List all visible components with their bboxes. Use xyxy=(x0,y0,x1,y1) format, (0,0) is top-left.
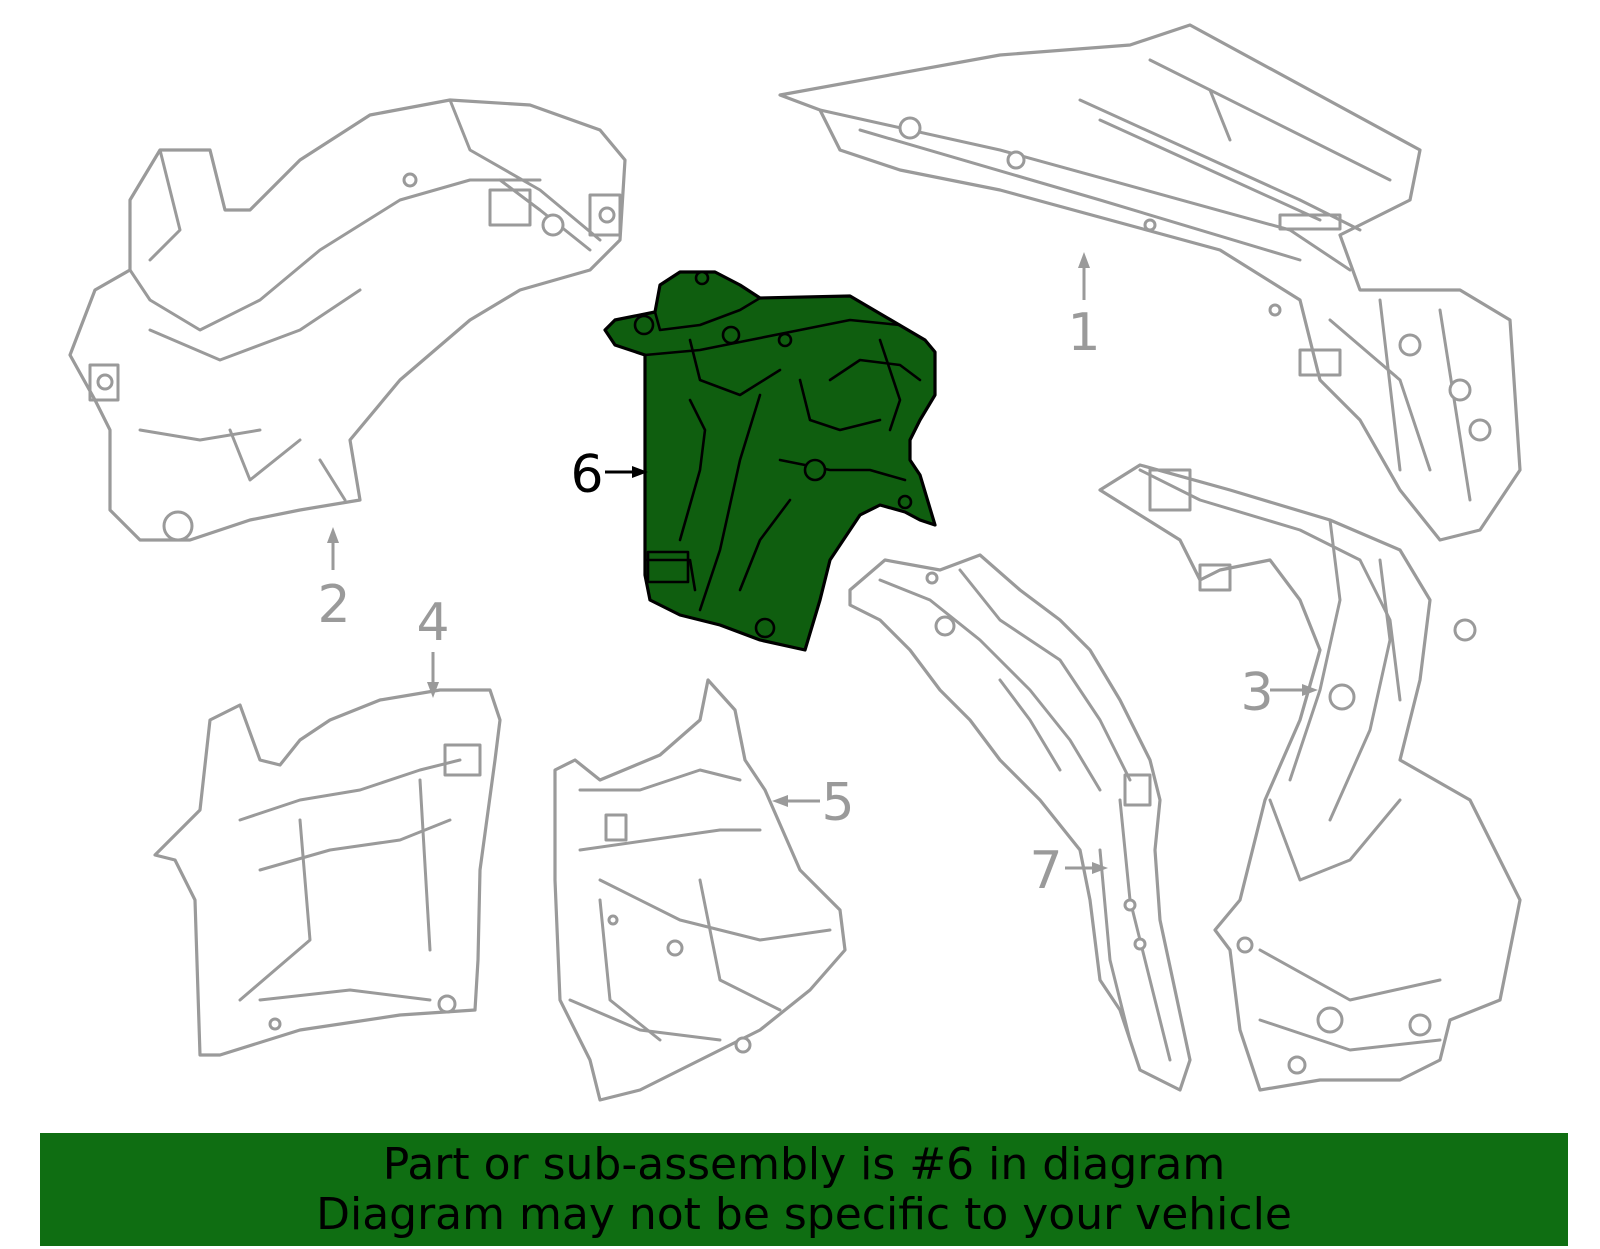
banner-line-disclaimer: Diagram may not be specific to your vehi… xyxy=(316,1188,1292,1240)
banner-line-part-number: Part or sub-assembly is #6 in diagram xyxy=(382,1138,1226,1190)
part-6-bracket-highlighted[interactable] xyxy=(603,270,937,652)
part-7-side-rail[interactable] xyxy=(848,553,1192,1092)
callout-arrow-1 xyxy=(1078,252,1090,300)
part-5-lower-shield[interactable] xyxy=(553,678,847,1102)
callout-label-1: 1 xyxy=(1067,303,1100,363)
callout-arrow-6 xyxy=(605,466,648,478)
callout-label-6: 6 xyxy=(570,445,603,505)
part-4-shield[interactable] xyxy=(153,688,502,1057)
part-3-side-bracket[interactable] xyxy=(1098,463,1522,1092)
callout-label-2: 2 xyxy=(317,575,350,635)
callout-arrow-2 xyxy=(327,527,339,570)
callout-label-3: 3 xyxy=(1240,663,1273,723)
part-1-upper-tie-bar[interactable] xyxy=(778,23,1522,542)
callout-arrow-4 xyxy=(427,652,439,698)
callout-label-5: 5 xyxy=(821,773,854,833)
callout-arrow-3 xyxy=(1270,684,1318,696)
callout-arrow-5 xyxy=(772,795,820,807)
callout-label-7: 7 xyxy=(1029,841,1062,901)
part-2-apron[interactable] xyxy=(68,98,627,542)
callout-arrow-7 xyxy=(1065,862,1108,874)
info-banner: Part or sub-assembly is #6 in diagram Di… xyxy=(40,1133,1568,1246)
callout-label-4: 4 xyxy=(416,593,449,653)
